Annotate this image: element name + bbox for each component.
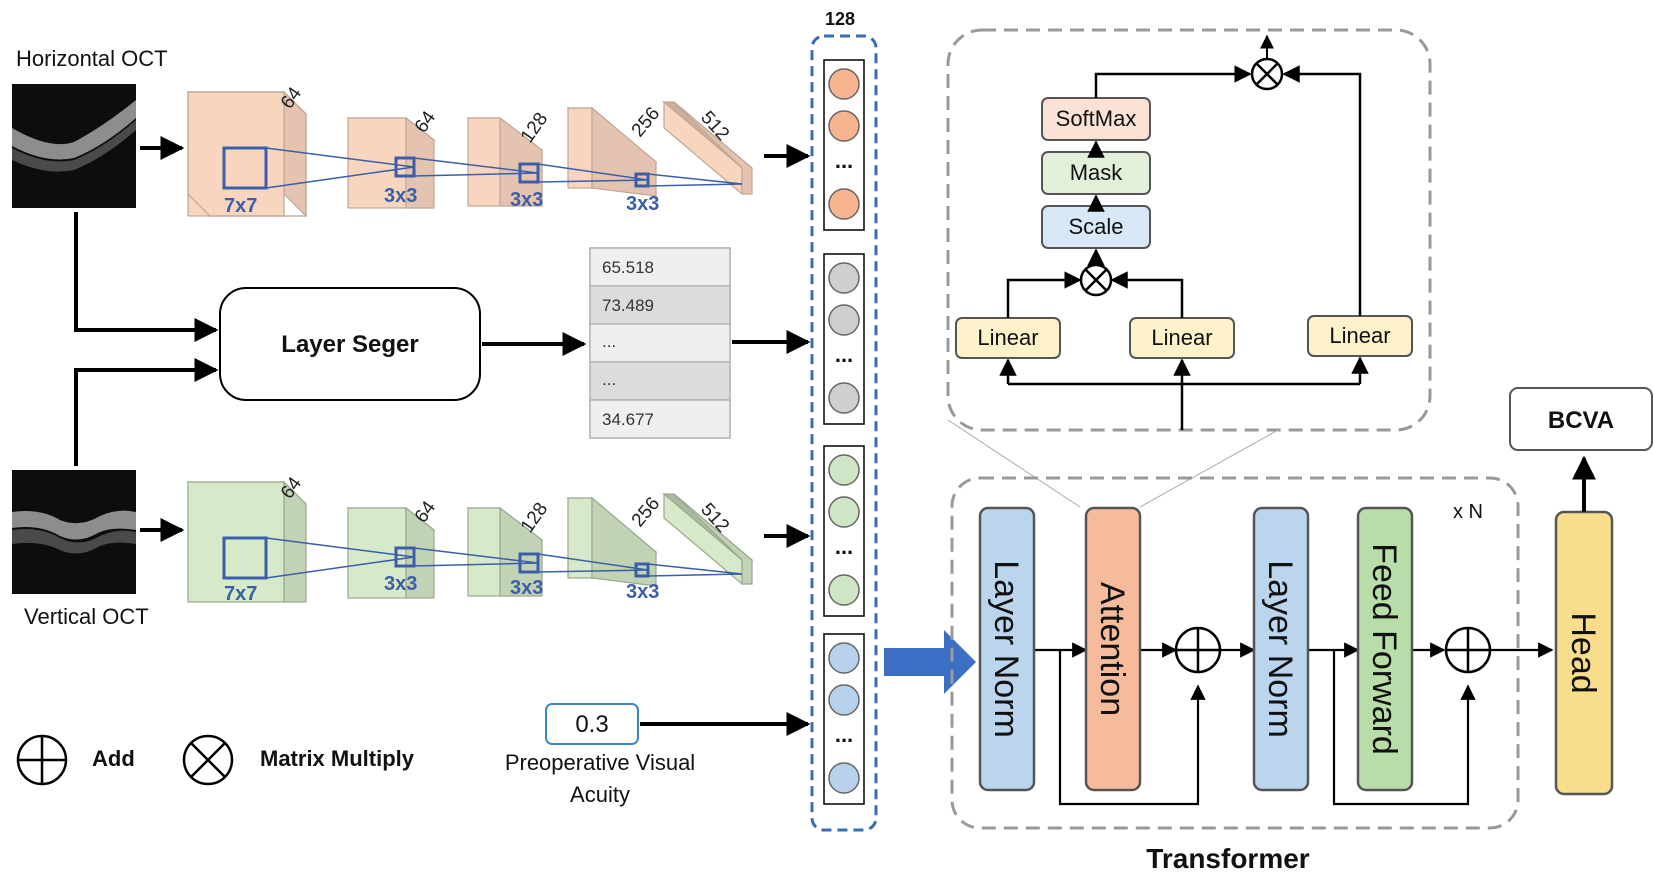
v-kernel-label-4: 3x3 — [626, 581, 659, 603]
bcva-output-box — [1509, 387, 1653, 451]
horizontal-oct-label: Horizontal OCT — [16, 46, 168, 71]
transformer-repeat-label: x N — [1453, 501, 1483, 523]
vertical-cnn: 64 64 128 256 512 7x7 3x3 3x3 3x3 — [186, 473, 754, 605]
preop-value-box — [545, 703, 639, 745]
vector-node — [828, 762, 860, 794]
v-cnn-block-5 — [662, 492, 754, 586]
legend-add-icon — [16, 734, 68, 786]
head-label: Head — [1564, 612, 1602, 693]
vector-group-layers: ... — [823, 253, 865, 425]
feature-vector-outline — [810, 34, 878, 832]
seger-value-3: ... — [602, 332, 616, 351]
legend-add-label: Add — [92, 746, 135, 771]
seger-value-2: 73.489 — [602, 296, 654, 315]
zoom-line-left — [947, 419, 1081, 508]
attention-label: Attention — [1093, 582, 1131, 716]
layernorm-1-label: Layer Norm — [987, 560, 1025, 738]
add-icon-1 — [1174, 626, 1222, 674]
head-block: Head — [1554, 510, 1614, 796]
v-channel-label-4: 256 — [628, 493, 664, 531]
preop-label-line1: Preoperative Visual — [505, 750, 695, 775]
vector-to-transformer-arrow — [884, 630, 976, 694]
vector-node — [828, 684, 860, 716]
v-kernel-7x7 — [222, 536, 268, 580]
v-cnn-block-2 — [346, 506, 436, 599]
arrow-voct-to-seger — [74, 358, 219, 466]
preop-value: 0.3 — [575, 711, 608, 738]
v-projection-lines — [265, 537, 743, 579]
layer-seger-label: Layer Seger — [281, 331, 418, 358]
transformer-title: Transformer — [1146, 843, 1309, 874]
matmul-av-icon — [1250, 57, 1284, 91]
h-kernel-label-2: 3x3 — [384, 185, 417, 207]
vector-group-vertical: ... — [823, 445, 865, 617]
vertical-oct-label: Vertical OCT — [24, 604, 149, 629]
transformer-block-attention: Attention — [1084, 506, 1142, 792]
preop-label-line2: Acuity — [570, 782, 630, 807]
vector-node — [828, 496, 860, 528]
h-cnn-block-3 — [466, 116, 544, 207]
matmul-qk-icon — [1079, 263, 1113, 297]
transformer-outline — [950, 476, 1520, 830]
layer-seger-box — [219, 287, 481, 401]
vector-ellipsis: ... — [835, 148, 853, 173]
transformer-wiring — [1034, 642, 1554, 806]
scale-label: Scale — [1068, 214, 1123, 239]
vector-ellipsis: ... — [835, 342, 853, 367]
seger-value-1: 65.518 — [602, 258, 654, 277]
vector-node — [828, 188, 860, 220]
seger-value-5: 34.677 — [602, 410, 654, 429]
h-kernel-label-1: 7x7 — [224, 195, 257, 217]
h-cnn-block-5 — [662, 100, 754, 196]
layernorm-2-label: Layer Norm — [1261, 560, 1299, 738]
mask-label: Mask — [1070, 160, 1124, 185]
v-kernel-label-3: 3x3 — [510, 577, 543, 599]
transformer-block-layernorm-1: Layer Norm — [978, 506, 1036, 792]
linear-q-label: Linear — [977, 325, 1038, 350]
add-icon-2 — [1444, 626, 1492, 674]
vector-node — [828, 68, 860, 100]
softmax-label: SoftMax — [1056, 106, 1137, 131]
seger-value-4: ... — [602, 370, 616, 389]
transformer-block-feedforward: Feed Forward — [1356, 506, 1414, 792]
transformer-block-layernorm-2: Layer Norm — [1252, 506, 1310, 792]
attention-detail-outline — [946, 28, 1432, 432]
vector-group-preop: ... — [823, 633, 865, 805]
vector-ellipsis: ... — [835, 722, 853, 747]
vector-dim-label: 128 — [825, 9, 855, 29]
h-cnn-block-1 — [186, 90, 308, 218]
arrow-hoct-to-seger — [74, 212, 219, 342]
vertical-oct-image — [12, 470, 136, 594]
horizontal-cnn: 64 64 128 256 512 7x7 3x3 3x3 3x3 — [186, 83, 754, 218]
h-kernel-7x7 — [222, 146, 268, 190]
zoom-line-right — [1139, 429, 1279, 508]
feedforward-label: Feed Forward — [1365, 543, 1403, 755]
bcva-output-label: BCVA — [1548, 407, 1614, 434]
h-projection-lines — [265, 147, 743, 189]
attention-detail: Linear Linear Linear Scale Mask SoftMax — [955, 34, 1413, 430]
v-cnn-block-3 — [466, 506, 544, 597]
h-channel-label-4: 256 — [628, 103, 664, 141]
legend-matmul-label: Matrix Multiply — [260, 746, 415, 771]
horizontal-oct-image — [12, 84, 136, 208]
vector-node — [828, 304, 860, 336]
vector-node — [828, 382, 860, 414]
v-kernel-label-1: 7x7 — [224, 583, 257, 605]
feature-vector-groups: ... ... ... ... — [823, 59, 865, 805]
vector-ellipsis: ... — [835, 534, 853, 559]
h-kernel-label-4: 3x3 — [626, 193, 659, 215]
legend-matmul-icon — [182, 734, 234, 786]
vector-group-horizontal: ... — [823, 59, 865, 231]
linear-k-label: Linear — [1151, 325, 1212, 350]
vector-node — [828, 642, 860, 674]
vector-node — [828, 574, 860, 606]
vector-node — [828, 262, 860, 294]
v-kernel-label-2: 3x3 — [384, 573, 417, 595]
linear-v-label: Linear — [1329, 323, 1390, 348]
h-kernel-label-3: 3x3 — [510, 189, 543, 211]
vector-node — [828, 454, 860, 486]
layer-thickness-table: 65.518 73.489 ... ... 34.677 — [589, 247, 731, 439]
vector-node — [828, 110, 860, 142]
